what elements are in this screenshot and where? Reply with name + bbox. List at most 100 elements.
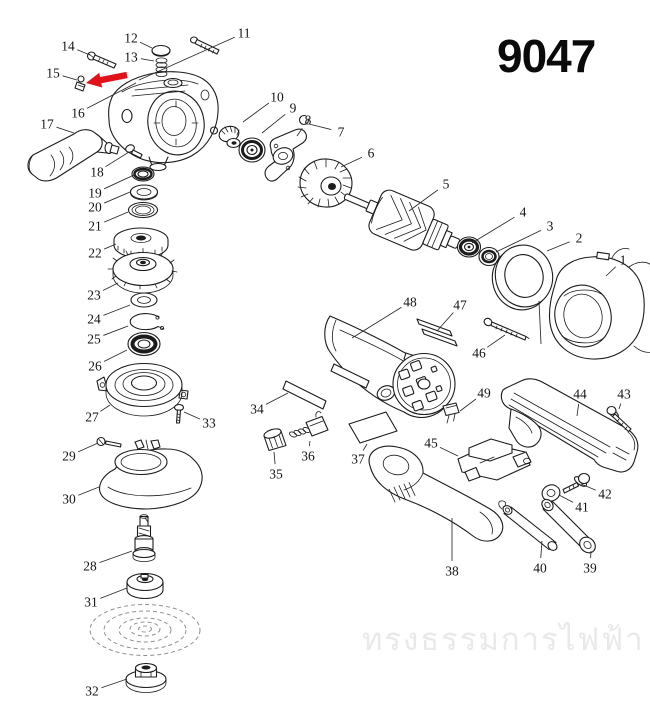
- part-30-wheel-guard: [99, 439, 203, 510]
- leader-line-41: [558, 494, 574, 503]
- leader-line-22: [104, 243, 117, 250]
- part-label-24: 24: [87, 312, 101, 327]
- part-label-49: 49: [477, 386, 491, 401]
- leader-line-32: [101, 678, 128, 689]
- part-29-screw: [96, 436, 122, 448]
- part-label-29: 29: [62, 449, 76, 464]
- part-48-motor-housing: [324, 315, 456, 419]
- leader-line-27: [100, 404, 111, 412]
- leader-line-4: [471, 216, 515, 244]
- part-17-side-handle: [27, 129, 120, 182]
- part-label-13: 13: [124, 50, 138, 65]
- leader-line-31: [100, 587, 128, 599]
- leader-line-7: [308, 123, 332, 130]
- part-label-47: 47: [453, 298, 467, 313]
- leader-line-15: [62, 75, 78, 81]
- part-4-ball-bearing: [456, 236, 482, 258]
- part-label-23: 23: [87, 288, 101, 303]
- part-label-33: 33: [202, 416, 216, 431]
- part-11-screw: [189, 36, 220, 55]
- part-label-31: 31: [84, 595, 98, 610]
- leader-line-18: [105, 151, 130, 168]
- part-label-11: 11: [238, 26, 251, 41]
- leader-line-26: [103, 349, 128, 362]
- part-28-spindle: [132, 514, 156, 562]
- leader-line-42: [580, 483, 596, 491]
- part-number-labels: 1234567891011121314151617181920212223242…: [40, 26, 631, 699]
- part-label-7: 7: [338, 125, 345, 140]
- leader-line-33: [183, 411, 201, 420]
- part-label-46: 46: [472, 346, 486, 361]
- part-label-4: 4: [520, 205, 527, 220]
- part-47-insulation-strips: [416, 318, 458, 347]
- part-16-gear-housing: [108, 71, 219, 172]
- leader-line-45: [439, 446, 459, 457]
- aux-lines: [538, 300, 542, 345]
- part-15-grease-nipple: [74, 75, 86, 92]
- part-label-9: 9: [290, 101, 297, 116]
- part-label-2: 2: [576, 231, 583, 246]
- part-20-washer: [129, 184, 159, 201]
- leader-line-37: [362, 443, 368, 451]
- part-label-16: 16: [71, 106, 85, 121]
- part-13-spring: [155, 57, 168, 78]
- part-label-36: 36: [301, 449, 315, 464]
- leader-line-25: [103, 325, 129, 336]
- part-31-inner-flange: [126, 572, 164, 600]
- part-label-5: 5: [443, 177, 450, 192]
- leader-line-36: [308, 440, 311, 447]
- part-8-bearing-retainer-plate: [264, 128, 307, 182]
- leader-line-13: [140, 58, 155, 62]
- part-42-screw: [562, 472, 591, 494]
- leader-line-16: [86, 82, 137, 109]
- part-19-bearing: [131, 166, 155, 182]
- leader-line-40: [540, 540, 543, 559]
- part-label-35: 35: [269, 467, 283, 482]
- part-49-terminal-connector: [442, 402, 460, 424]
- leader-line-6: [340, 156, 363, 168]
- part-label-34: 34: [250, 402, 264, 417]
- leader-line-46: [486, 334, 506, 348]
- part-2-baffle-ring: [491, 244, 554, 311]
- part-label-6: 6: [368, 146, 375, 161]
- part-label-21: 21: [88, 219, 102, 234]
- part-label-32: 32: [85, 684, 99, 699]
- part-39-pipe-with-caps: [541, 498, 596, 554]
- part-label-25: 25: [87, 332, 101, 347]
- part-33-screw: [173, 403, 185, 424]
- leader-line-2: [546, 241, 570, 252]
- part-26-ball-bearing: [127, 331, 161, 357]
- part-label-45: 45: [424, 436, 438, 451]
- part-5-armature: [343, 189, 461, 251]
- part-label-27: 27: [85, 410, 99, 425]
- part-44-handle-cover: [500, 378, 639, 473]
- leader-line-10: [242, 102, 270, 123]
- part-7-ring: [298, 114, 310, 126]
- part-label-40: 40: [533, 561, 547, 576]
- part-45-switch: [457, 438, 532, 482]
- part-27-bearing-box-cover: [96, 362, 189, 417]
- part-6-bevel-gear-fan: [297, 158, 353, 208]
- leader-line-35: [273, 451, 276, 465]
- leader-line-49: [459, 398, 477, 412]
- part-label-17: 17: [40, 117, 54, 132]
- part-label-42: 42: [598, 487, 612, 502]
- part-9-ball-bearing: [238, 137, 266, 163]
- aux-line-0: [538, 300, 542, 345]
- highlight-arrow: [86, 71, 128, 88]
- part-41-push-nut: [541, 482, 562, 502]
- leader-line-12: [139, 41, 153, 49]
- leader-line-14: [77, 49, 91, 56]
- part-label-41: 41: [575, 500, 589, 515]
- part-25-circlip: [129, 313, 165, 331]
- part-21-washer: [127, 201, 159, 219]
- part-label-12: 12: [124, 31, 138, 46]
- part-label-8: 8: [305, 113, 312, 128]
- part-36-carbon-brush: [289, 411, 329, 438]
- model-number-title: 9047: [497, 30, 595, 82]
- part-10-pinion-gear: [209, 125, 241, 149]
- part-24-washer: [130, 292, 158, 308]
- part-label-22: 22: [88, 246, 102, 261]
- part-label-44: 44: [573, 387, 587, 402]
